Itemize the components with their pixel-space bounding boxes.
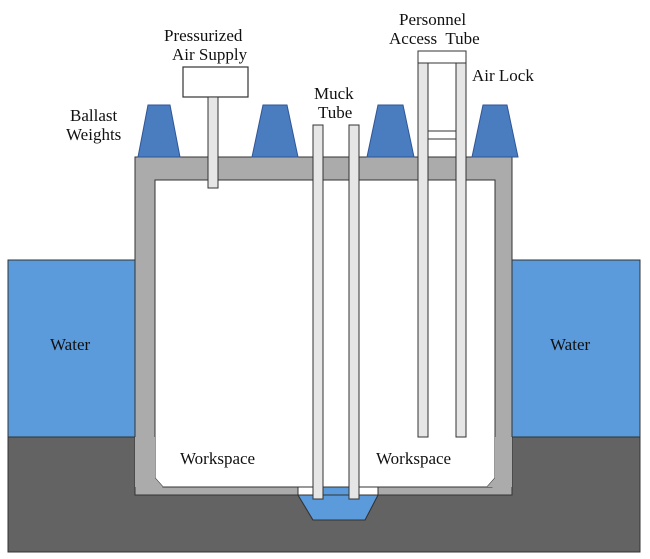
label-ballast-2: Weights — [66, 125, 121, 144]
label-workspace-left: Workspace — [180, 449, 255, 468]
water-left — [7, 259, 151, 441]
access-tube-wall-left — [417, 62, 429, 438]
ballast-weight-3 — [366, 104, 415, 158]
label-muck-2: Tube — [318, 103, 352, 122]
wall-foot-right — [487, 437, 512, 487]
muck-tube-wall-left — [312, 124, 324, 500]
label-workspace-right: Workspace — [376, 449, 451, 468]
label-pressurized-2: Air Supply — [172, 45, 248, 64]
label-water-right: Water — [550, 335, 590, 354]
label-muck-1: Muck — [314, 84, 354, 103]
muck-tube-wall-right — [348, 124, 360, 500]
label-air-lock: Air Lock — [472, 66, 534, 85]
air-lock-door — [427, 130, 457, 140]
label-personnel-1: Personnel — [399, 10, 466, 29]
label-personnel-2: Access Tube — [389, 29, 480, 48]
wall-foot-left — [135, 437, 163, 487]
air-supply-pipe — [207, 96, 219, 189]
water-right — [494, 259, 641, 441]
ballast-weight-4 — [471, 104, 519, 158]
air-supply-box — [182, 66, 249, 98]
label-ballast-1: Ballast — [70, 106, 117, 125]
label-pressurized-1: Pressurized — [164, 26, 243, 45]
label-water-left: Water — [50, 335, 90, 354]
ballast-weight-1 — [137, 104, 181, 158]
ballast-weight-2 — [251, 104, 299, 158]
workspace-interior — [154, 179, 496, 488]
access-tube-cap — [417, 50, 467, 64]
access-tube-wall-right — [455, 62, 467, 438]
